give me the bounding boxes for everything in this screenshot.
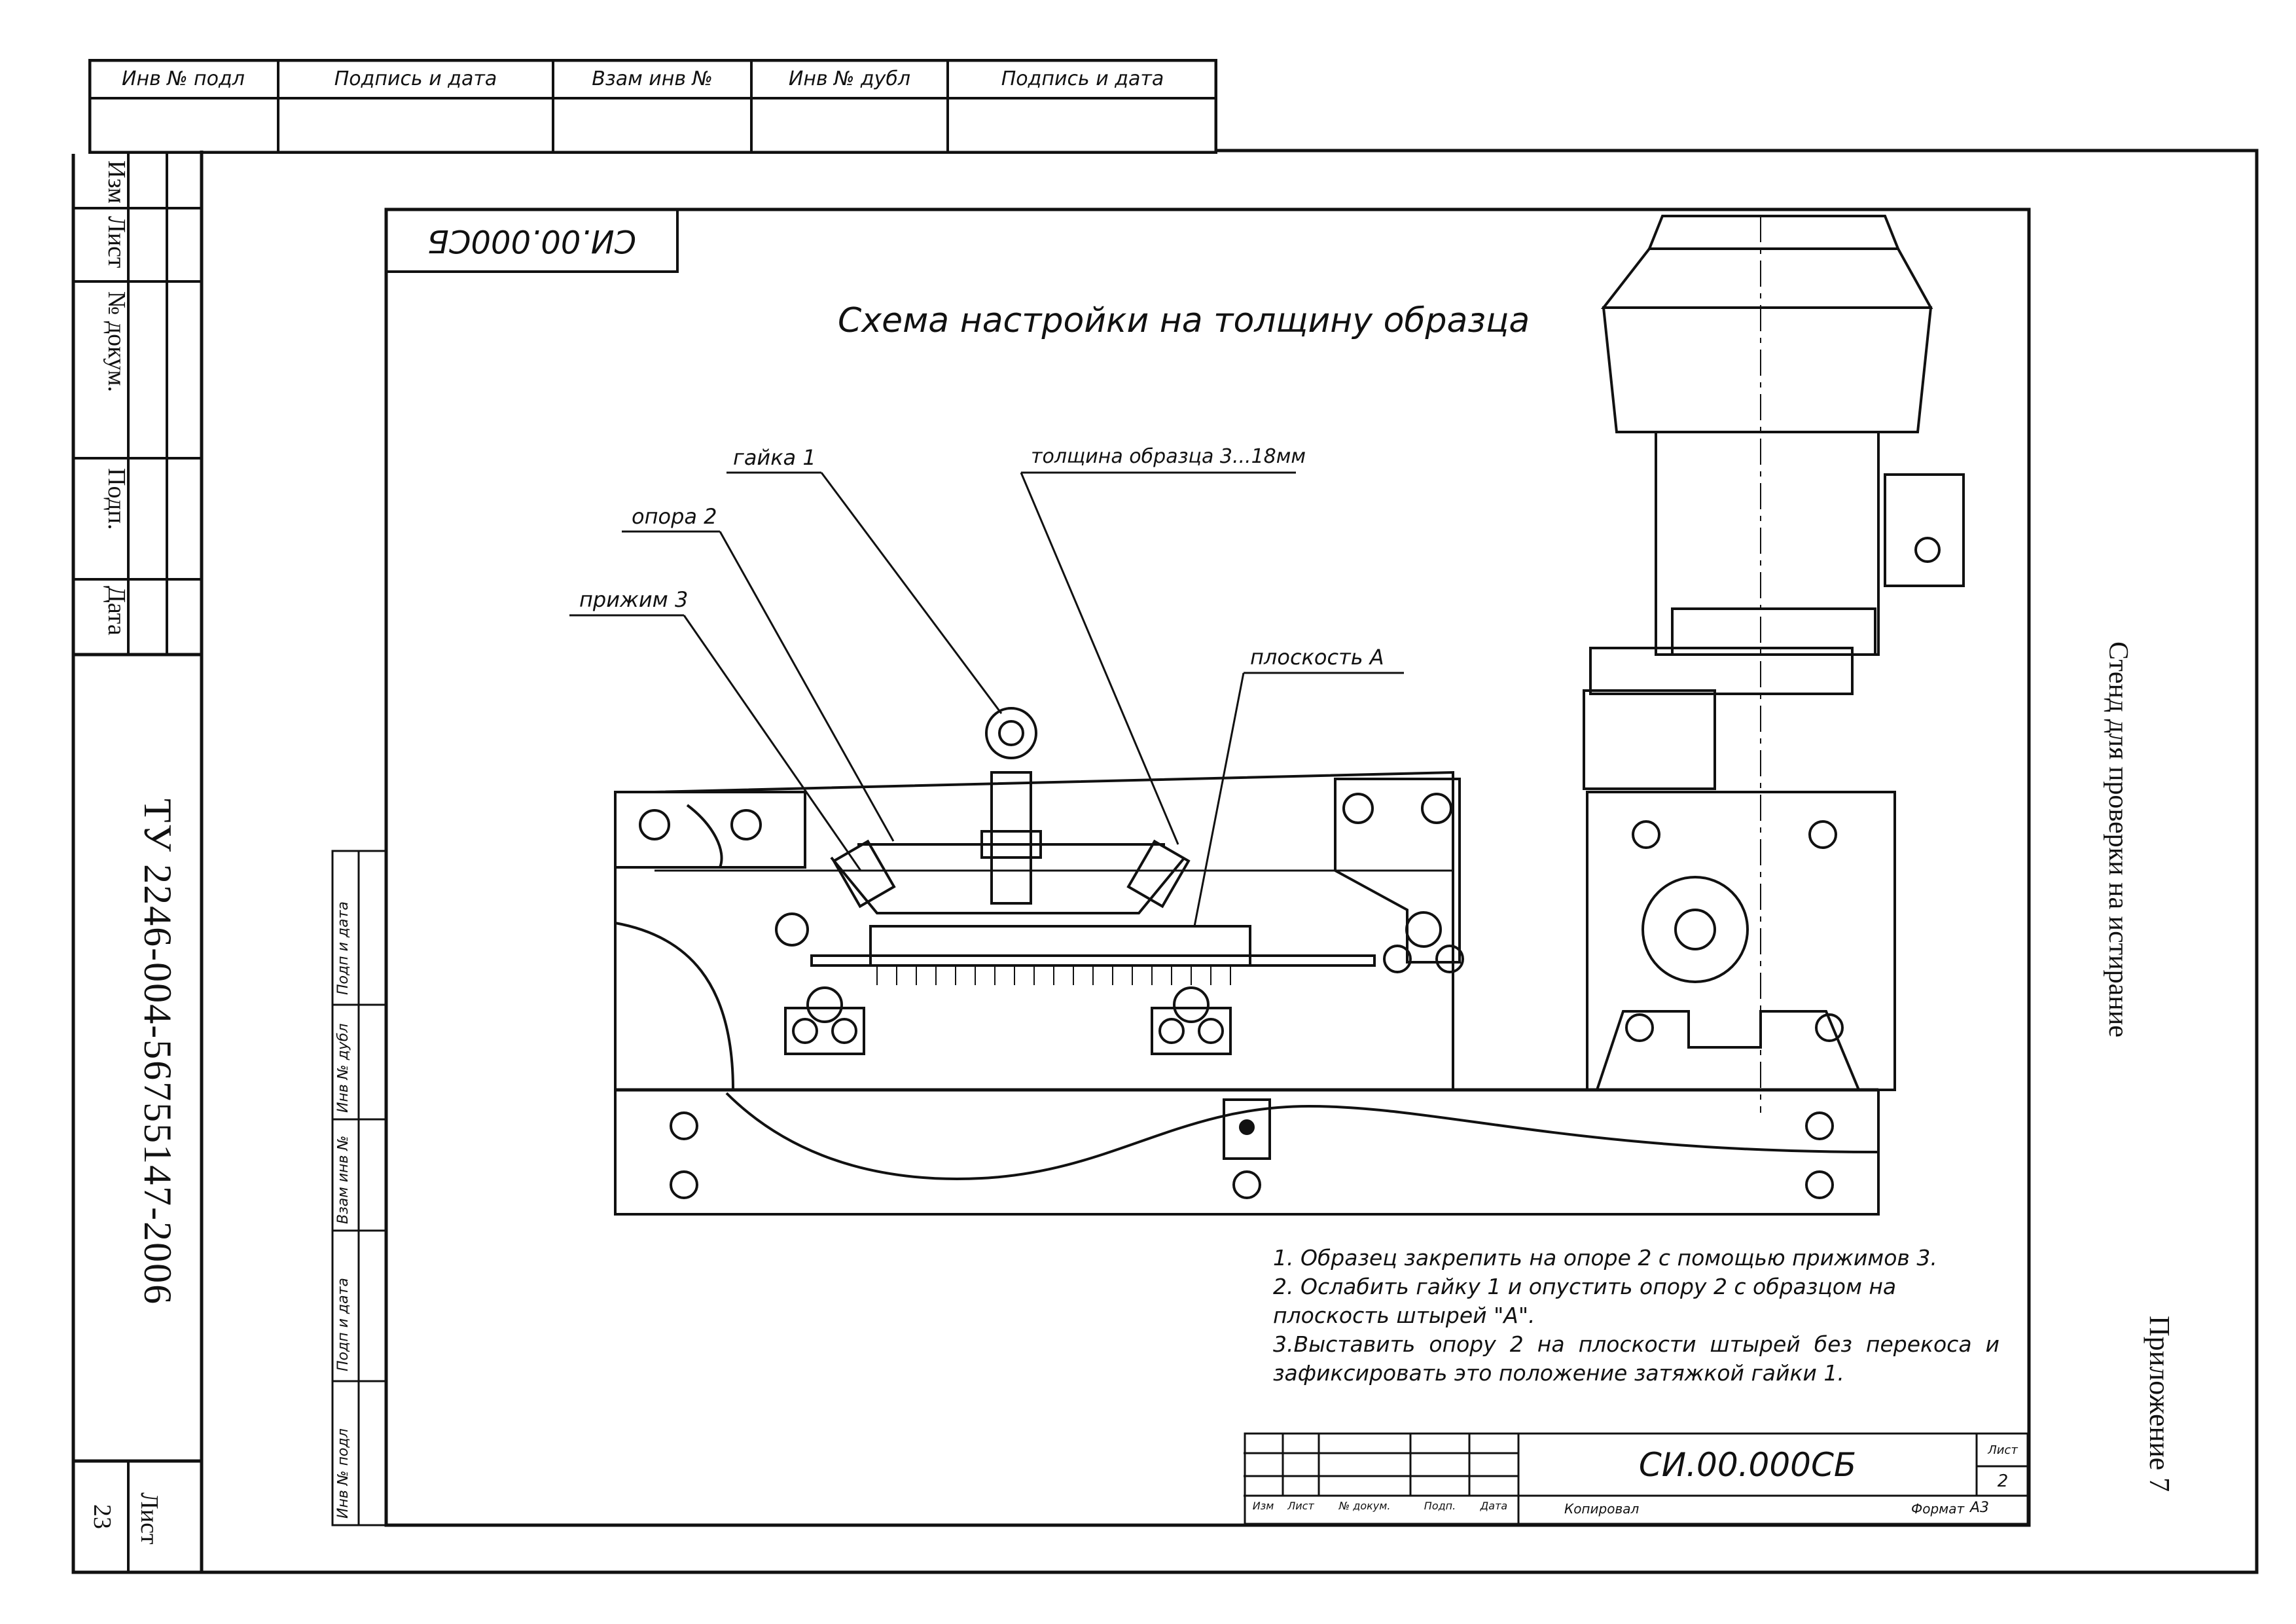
tb-copied: Копировал — [1564, 1501, 1640, 1517]
callout-thickness: толщина образца 3...18мм — [1031, 445, 1306, 468]
tb-format-label: Формат — [1911, 1501, 1965, 1517]
tb-col-list: Лист — [1287, 1499, 1314, 1512]
tb-col-doc: № докум. — [1338, 1499, 1391, 1512]
callout-nut: гайка 1 — [733, 445, 816, 470]
tb-sheet-label: Лист — [1988, 1443, 2018, 1457]
stamp-header-sign-date-1: Подпись и дата — [334, 67, 497, 90]
inner-title-block: Изм Лист № докум. Подп. Дата СИ.00.000СБ… — [1244, 1430, 2029, 1525]
tb-col-izm: Изм — [1252, 1499, 1274, 1512]
note-3: 3.Выставить опору 2 на плоскости штырей … — [1273, 1331, 2000, 1386]
tb-col-sign: Подп. — [1424, 1499, 1456, 1512]
callout-clamp: прижим 3 — [579, 587, 689, 612]
notes: 1. Образец закрепить на опоре 2 с помощь… — [1273, 1244, 2000, 1388]
appendix-label: Приложение 7 — [2144, 1316, 2176, 1492]
tb-format-value: А3 — [1970, 1500, 1990, 1516]
stamp-header-sign-date-2: Подпись и дата — [1001, 67, 1164, 90]
stamp-header-inv-orig: Инв № подл — [122, 67, 245, 90]
tb-sheet-number: 2 — [1997, 1471, 2009, 1491]
callout-support: опора 2 — [632, 504, 717, 529]
stamp-header-replace-inv: Взам инв № — [592, 67, 713, 90]
drawing-title: Схема настройки на толщину образца — [838, 301, 1530, 340]
tb-code: СИ.00.000СБ — [1638, 1445, 1857, 1484]
side-caption: Стенд для проверки на истирание — [2103, 641, 2133, 1038]
callout-plane: плоскость А — [1250, 645, 1384, 670]
stamp-header-inv-dup: Инв № дубл — [788, 67, 911, 90]
top-stamp: Инв № подл Подпись и дата Взам инв № Инв… — [88, 59, 1217, 154]
note-2: 2. Ослабить гайку 1 и опустить опору 2 с… — [1273, 1274, 1897, 1328]
tb-col-date: Дата — [1480, 1499, 1508, 1512]
note-1: 1. Образец закрепить на опоре 2 с помощь… — [1273, 1245, 1937, 1271]
